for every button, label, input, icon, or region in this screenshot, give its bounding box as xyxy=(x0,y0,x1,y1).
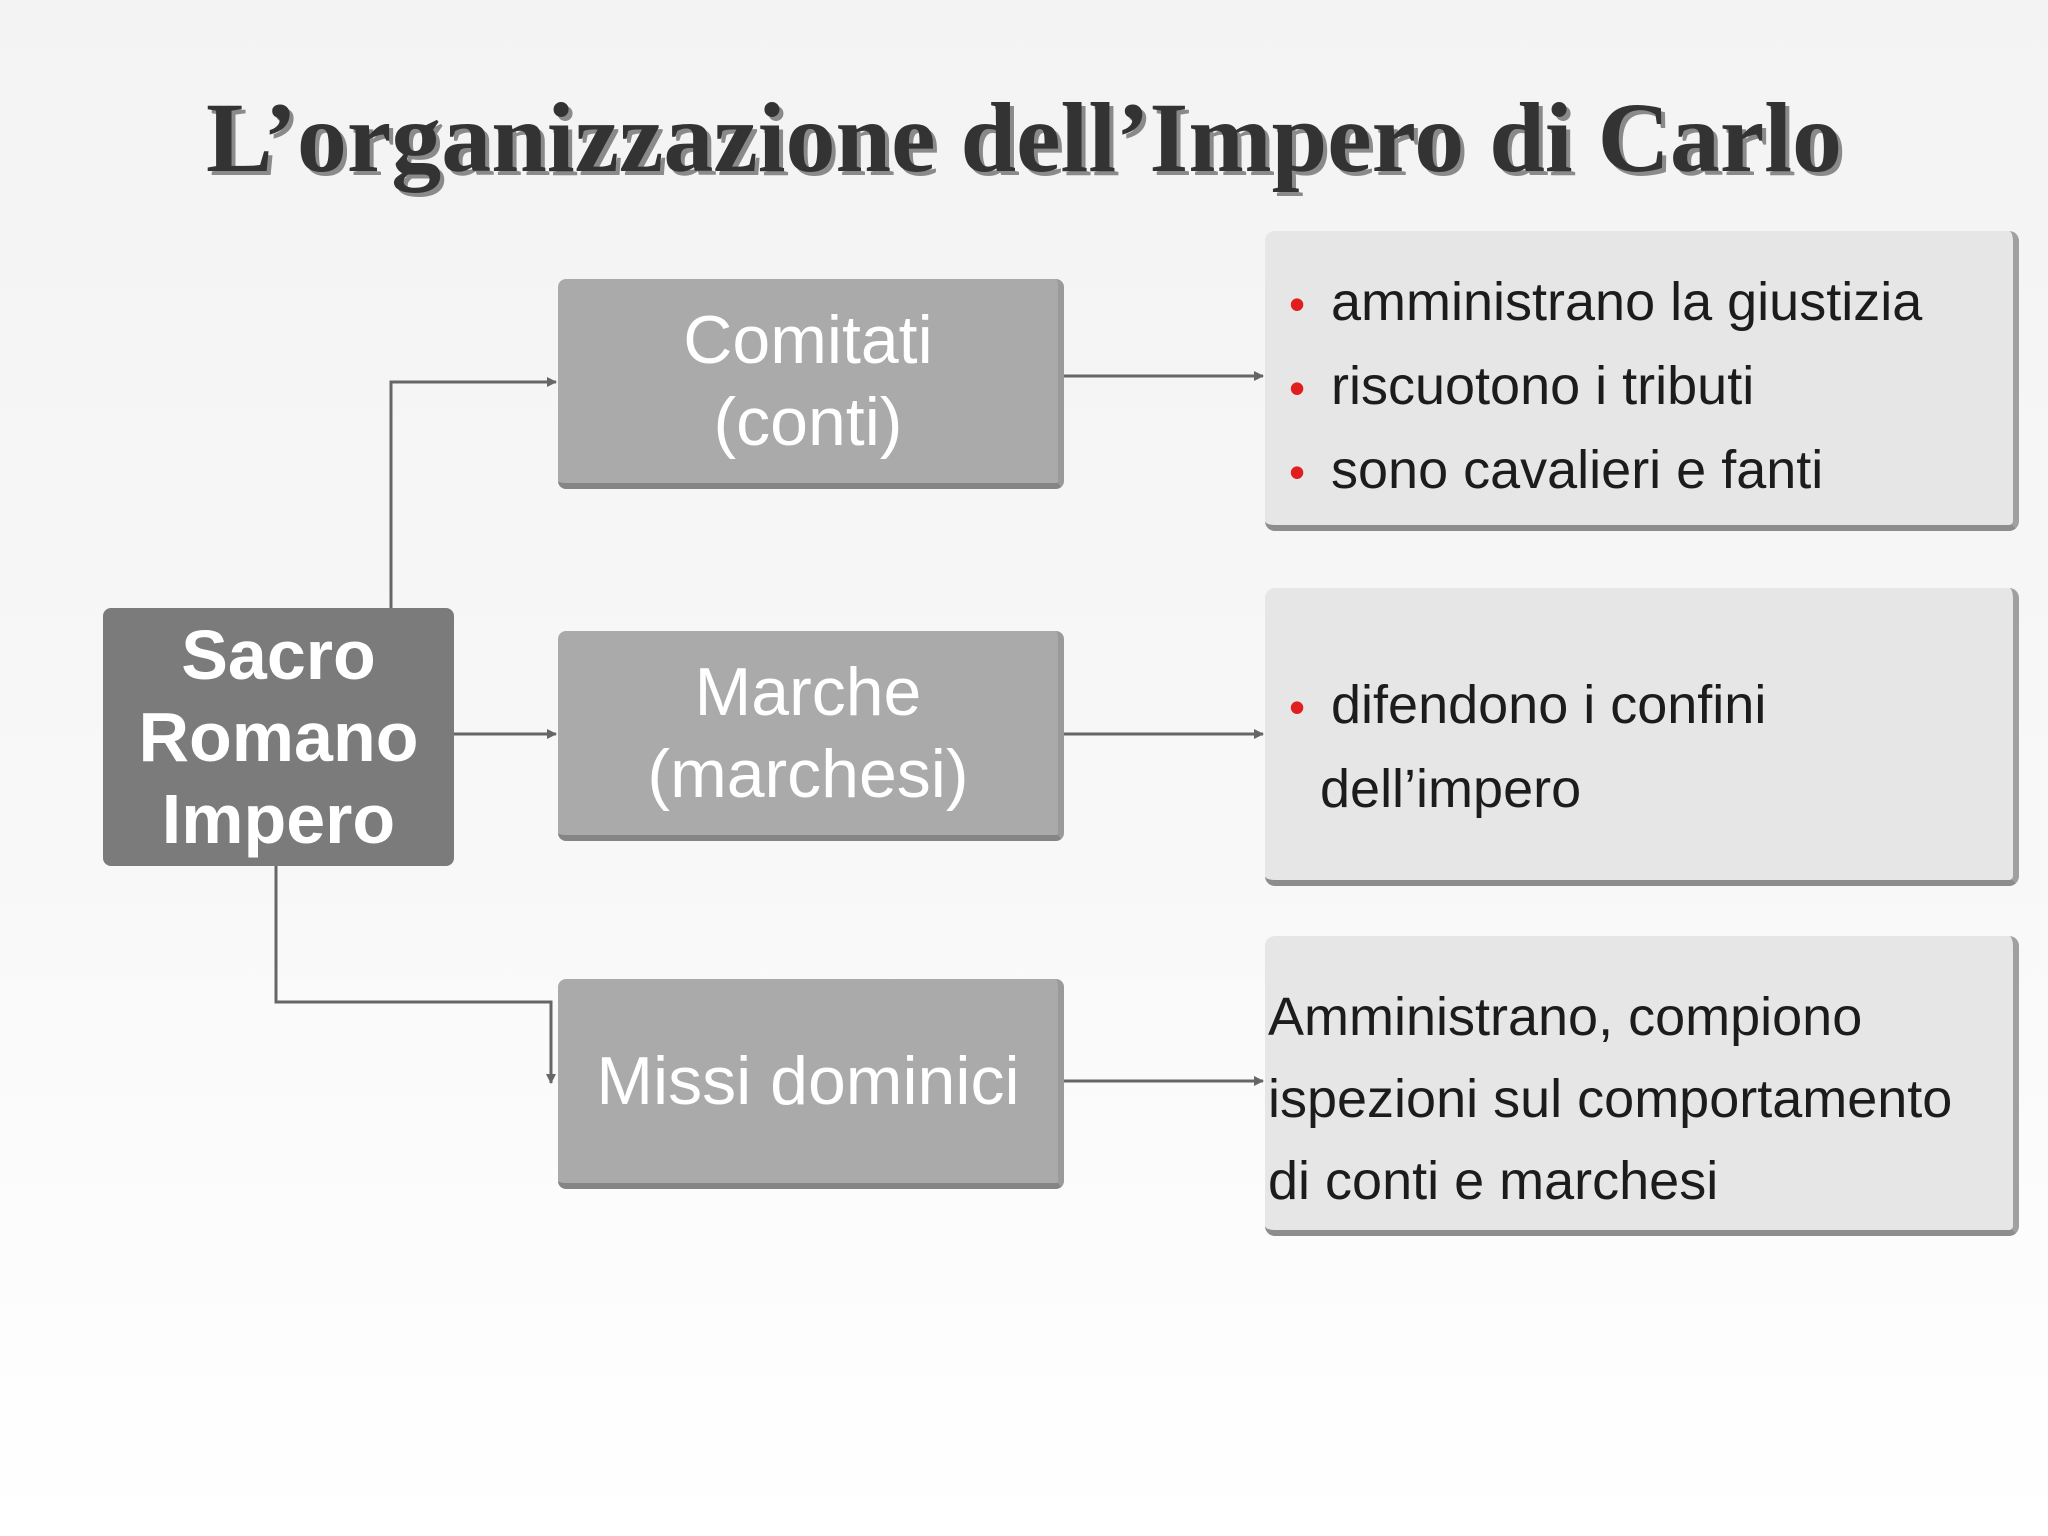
desc-text-line-2: ispezioni sul comportamento xyxy=(1268,1069,1953,1129)
bullet-icon: • xyxy=(1289,681,1306,733)
desc-box-missi-dominici: Amministrano, compiono ispezioni sul com… xyxy=(1265,936,2019,1236)
bullet-icon: • xyxy=(1289,362,1306,414)
root-label-line-3: Impero xyxy=(161,780,396,858)
branch-box-marche: Marche (marchesi) xyxy=(558,631,1064,841)
bullet-item: • difendono i confini xyxy=(1289,664,2013,748)
root-label-line-2: Romano xyxy=(138,698,419,776)
bullet-text: amministrano la giustizia xyxy=(1331,272,1923,332)
branch-marche-sublabel: (marchesi) xyxy=(647,736,969,812)
connector-root-to-missi xyxy=(274,866,556,1084)
branch-marche-label: Marche xyxy=(694,654,922,730)
connector-root-to-comitati xyxy=(389,377,557,608)
branch-box-missi-dominici: Missi dominici xyxy=(558,979,1064,1189)
branch-comitati-sublabel: (conti) xyxy=(713,384,903,460)
desc-box-marche: • difendono i confini dell’impero xyxy=(1265,588,2019,886)
bullet-item: • sono cavalieri e fanti xyxy=(1289,429,2013,513)
desc-box-comitati: • amministrano la giustizia • riscuotono… xyxy=(1265,231,2019,531)
branch-box-comitati: Comitati (conti) xyxy=(558,279,1064,489)
bullet-text: difendono i confini xyxy=(1331,675,1767,735)
bullet-icon: • xyxy=(1289,278,1306,330)
bullet-icon: • xyxy=(1289,446,1306,498)
desc-text-line-1: Amministrano, compiono xyxy=(1268,987,1863,1047)
desc-text-line-3: di conti e marchesi xyxy=(1268,1151,1719,1211)
bullet-item: • amministrano la giustizia xyxy=(1289,261,2013,345)
root-label-line-1: Sacro xyxy=(181,616,376,694)
bullet-text: sono cavalieri e fanti xyxy=(1331,440,1824,500)
branch-missi-label: Missi dominici xyxy=(596,1043,1020,1119)
slide-title: L’organizzazione dell’Impero di Carlo xyxy=(206,82,1842,193)
root-box-sacro-romano-impero: Sacro Romano Impero xyxy=(103,608,454,866)
branch-comitati-label: Comitati xyxy=(683,302,933,378)
bullet-continuation-text: dell’impero xyxy=(1320,759,1582,819)
bullet-item: • riscuotono i tributi xyxy=(1289,345,2013,429)
bullet-text: riscuotono i tributi xyxy=(1331,356,1755,416)
